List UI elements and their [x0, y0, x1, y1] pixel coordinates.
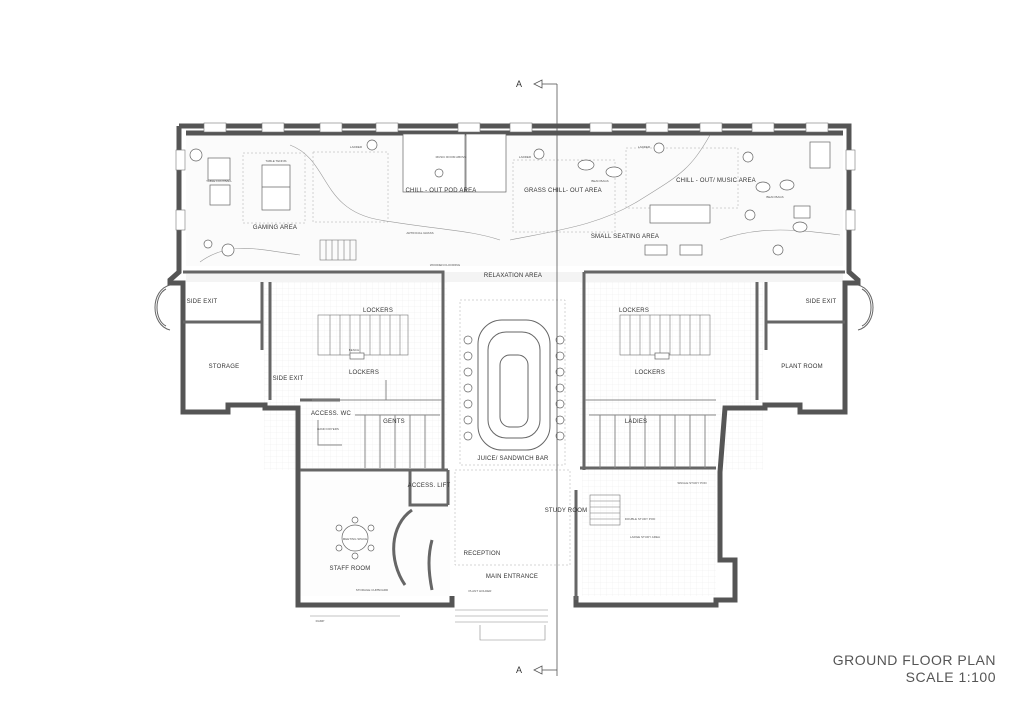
label-relaxation-area: RELAXATION AREA: [484, 273, 542, 279]
label-plant-room: PLANT ROOM: [781, 364, 823, 370]
interior-walls: [183, 270, 845, 600]
label-double-study-pod: DOUBLE STUDY POD: [625, 517, 656, 521]
exterior-walls: [167, 123, 861, 608]
label-lockers-right-mid: LOCKERS: [635, 370, 665, 376]
section-marker-bottom: A: [516, 665, 522, 675]
label-artificial-grass: ARTIFICIAL GRASS: [406, 231, 433, 235]
furniture-labels: TABLE TENNIS TABLE FOOTBALL LADDER LADDE…: [206, 145, 784, 623]
label-access-lift: ACCESS. LIFT: [408, 483, 451, 489]
label-meeting-space: MEETING SPACE: [343, 537, 367, 541]
reception-wall: [392, 508, 434, 591]
label-side-exit-right: SIDE EXIT: [806, 299, 837, 305]
furniture: [189, 133, 831, 360]
label-main-entrance: MAIN ENTRANCE: [486, 574, 538, 580]
label-bench: BENCH: [349, 348, 360, 352]
label-lockers-left-top: LOCKERS: [363, 308, 393, 314]
plan-title: GROUND FLOOR PLAN: [832, 652, 996, 668]
title-block: GROUND FLOOR PLAN SCALE 1:100: [833, 652, 996, 686]
floor-areas: [186, 133, 843, 596]
bay-windows: [154, 284, 874, 331]
bar-stools: [463, 335, 565, 441]
meeting-table: [335, 516, 375, 560]
thin-partitions: [312, 380, 716, 468]
plan-scale: SCALE 1:100: [905, 669, 996, 685]
label-side-exit-left: SIDE EXIT: [187, 299, 218, 305]
label-small-seating-area: SMALL SEATING AREA: [591, 234, 659, 240]
label-ladies: LADIES: [625, 419, 648, 425]
label-study-room: STUDY ROOM: [545, 508, 588, 514]
label-large-study-area: LARGE STUDY AREA: [630, 535, 660, 539]
label-table-tennis: TABLE TENNIS: [265, 159, 286, 163]
label-ladder-2: LADDER: [519, 155, 532, 159]
label-access-wc: ACCESS. WC: [311, 411, 351, 417]
entrance-steps: [310, 609, 548, 641]
label-gaming-area: GAMING AREA: [253, 225, 297, 231]
label-juice-bar: JUICE/ SANDWICH BAR: [477, 456, 549, 462]
label-music-room-above: MUSIC ROOM ABOVE: [436, 155, 467, 159]
label-storage: STORAGE: [209, 364, 240, 370]
label-lockers-right-top: LOCKERS: [619, 308, 649, 314]
label-side-exit-inner: SIDE EXIT: [273, 376, 304, 382]
label-ladder-1: LADDER: [350, 145, 363, 149]
label-chill-out-music-area: CHILL - OUT/ MUSIC AREA: [676, 178, 756, 184]
label-reception: RECEPTION: [464, 551, 501, 557]
label-ramp: RAMP: [316, 619, 325, 623]
label-storage-cupboard: STORAGE CUPBOARD: [356, 588, 389, 592]
section-marker-top: A: [516, 79, 522, 89]
room-labels: CHILL - OUT POD AREA GRASS CHILL- OUT AR…: [187, 178, 837, 580]
label-wooden-flooring: WOODEN FLOORING: [430, 263, 461, 267]
section-line: A A: [516, 79, 558, 676]
label-chill-out-pod-area: CHILL - OUT POD AREA: [405, 188, 476, 194]
label-bean-bags-2: BEAN BAGS: [766, 195, 783, 199]
label-grass-chill-out-area: GRASS CHILL- OUT AREA: [524, 188, 602, 194]
label-bean-bags-1: BEAN BAGS: [591, 179, 608, 183]
top-windows: [175, 122, 856, 231]
label-ladder-3: LADDER: [638, 145, 651, 149]
label-table-football: TABLE FOOTBALL: [206, 179, 232, 183]
label-lockers-left-mid: LOCKERS: [349, 370, 379, 376]
label-gents: GENTS: [383, 419, 405, 425]
label-single-study-pod: SINGLE STUDY POD: [677, 481, 707, 485]
central-bar: [477, 319, 551, 451]
label-plant-holder: PLANT HOLDER: [469, 589, 493, 593]
label-staff-room: STAFF ROOM: [330, 566, 371, 572]
label-hand-dryers: HAND DRYERS: [317, 427, 339, 431]
floor-curves: [199, 134, 841, 263]
